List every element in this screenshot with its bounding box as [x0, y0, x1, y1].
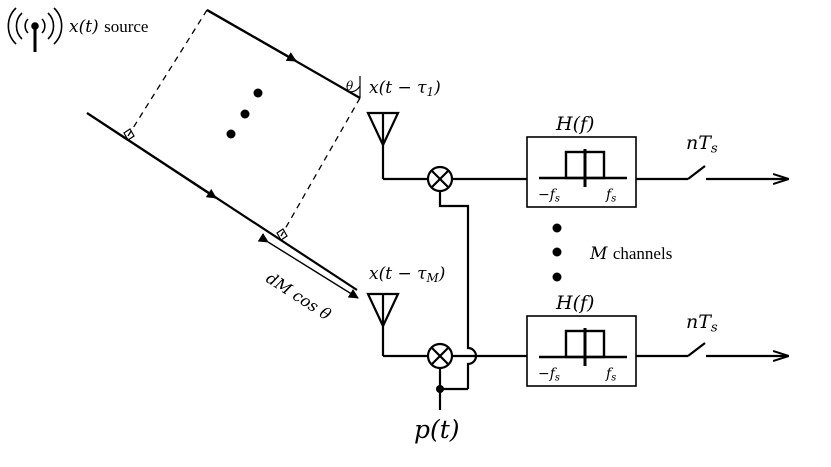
right-angle-markers	[123, 128, 288, 241]
spacing-arrow	[257, 233, 359, 299]
wavefront-lines	[127, 9, 361, 237]
channel-ellipsis-dots	[552, 223, 562, 282]
filter-tick-left-bottom: −fs	[538, 366, 560, 384]
junction-dot	[436, 385, 444, 393]
mixing-signal-label: p(t)	[414, 415, 460, 444]
switch-icon	[636, 342, 788, 356]
antenna-receiver-icon	[366, 111, 428, 181]
channels-label: M channels	[590, 244, 673, 264]
ray-ellipsis-dots	[226, 88, 263, 139]
filter-tick-left-top: −fs	[538, 187, 560, 205]
antenna-receiver-icon	[366, 292, 428, 358]
mixing-signal-bus	[438, 191, 478, 410]
mixer-icon	[426, 342, 454, 370]
mixer-icon	[426, 165, 454, 193]
filter-tick-right-bottom: fs	[606, 366, 617, 384]
filter-title-bottom: H(f)	[556, 292, 595, 314]
delay-label-top: x(t − τ1)	[369, 78, 441, 99]
signal-lines	[452, 177, 527, 358]
filter-tick-right-top: fs	[606, 187, 617, 205]
antenna-source-icon	[7, 7, 63, 52]
sampler-label-top: nTs	[686, 132, 718, 157]
source-label: x(t) source	[69, 17, 149, 37]
filter-title-top: H(f)	[556, 113, 595, 135]
angle-label: θ	[346, 79, 354, 93]
delay-label-bottom: x(t − τM)	[369, 264, 446, 285]
sampler-label-bottom: nTs	[686, 311, 718, 336]
filter-box-top	[526, 136, 637, 208]
incident-ray-top	[206, 9, 361, 99]
filter-box-bottom	[526, 315, 637, 387]
switch-icon	[636, 165, 788, 179]
angle-marker	[349, 76, 361, 98]
